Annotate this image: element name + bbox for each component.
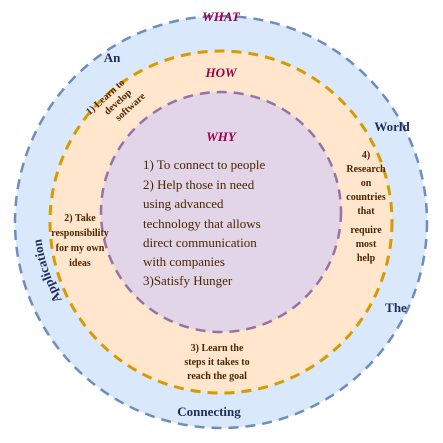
why-line-4: technology that allows — [143, 216, 261, 231]
why-line-5: direct communication — [143, 235, 257, 250]
why-line-7: 3)Satisfy Hunger — [143, 273, 233, 288]
ring-word-world: World — [374, 119, 410, 134]
how-item-4-line-6: require — [350, 225, 382, 236]
why-inner-circle — [99, 90, 343, 334]
how-item-4-line-4: countries — [346, 192, 386, 203]
why-list: 1) To connect to people 2) Help those in… — [143, 157, 266, 288]
what-heading: WHAT — [202, 9, 241, 24]
ring-word-an: An — [104, 50, 121, 65]
how-item-2-line-3: for my own — [56, 243, 105, 254]
how-item-3-line-1: 3) Learn the — [191, 343, 244, 354]
why-line-3: using advanced — [143, 196, 224, 211]
how-item-4-line-3: on — [361, 178, 372, 189]
how-item-3: 3) Learn the steps it takes to reach the… — [184, 343, 249, 382]
how-item-2-line-1: 2) Take — [64, 213, 96, 224]
how-item-2-line-2: responsibility — [51, 228, 109, 239]
how-item-3-line-3: reach the goal — [187, 371, 247, 382]
how-item-4-line-1: 4) — [362, 150, 370, 161]
how-item-4-line-5: that — [357, 206, 375, 217]
how-item-4: 4) Research on countries that require mo… — [346, 150, 386, 264]
how-item-4-line-8: help — [357, 253, 376, 264]
ring-word-the: The — [385, 300, 407, 315]
why-heading: WHY — [206, 129, 237, 144]
ring-word-connecting: Connecting — [177, 404, 241, 419]
how-item-2: 2) Take responsibility for my own ideas — [51, 213, 109, 269]
why-line-2: 2) Help those in need — [143, 177, 255, 192]
why-line-1: 1) To connect to people — [143, 157, 266, 172]
how-item-2-line-4: ideas — [69, 258, 91, 269]
why-line-6: with companies — [143, 254, 225, 269]
how-heading: HOW — [204, 65, 238, 80]
how-item-3-line-2: steps it takes to — [184, 357, 249, 368]
how-item-4-line-7: most — [356, 239, 377, 250]
how-item-4-line-2: Research — [346, 164, 386, 175]
